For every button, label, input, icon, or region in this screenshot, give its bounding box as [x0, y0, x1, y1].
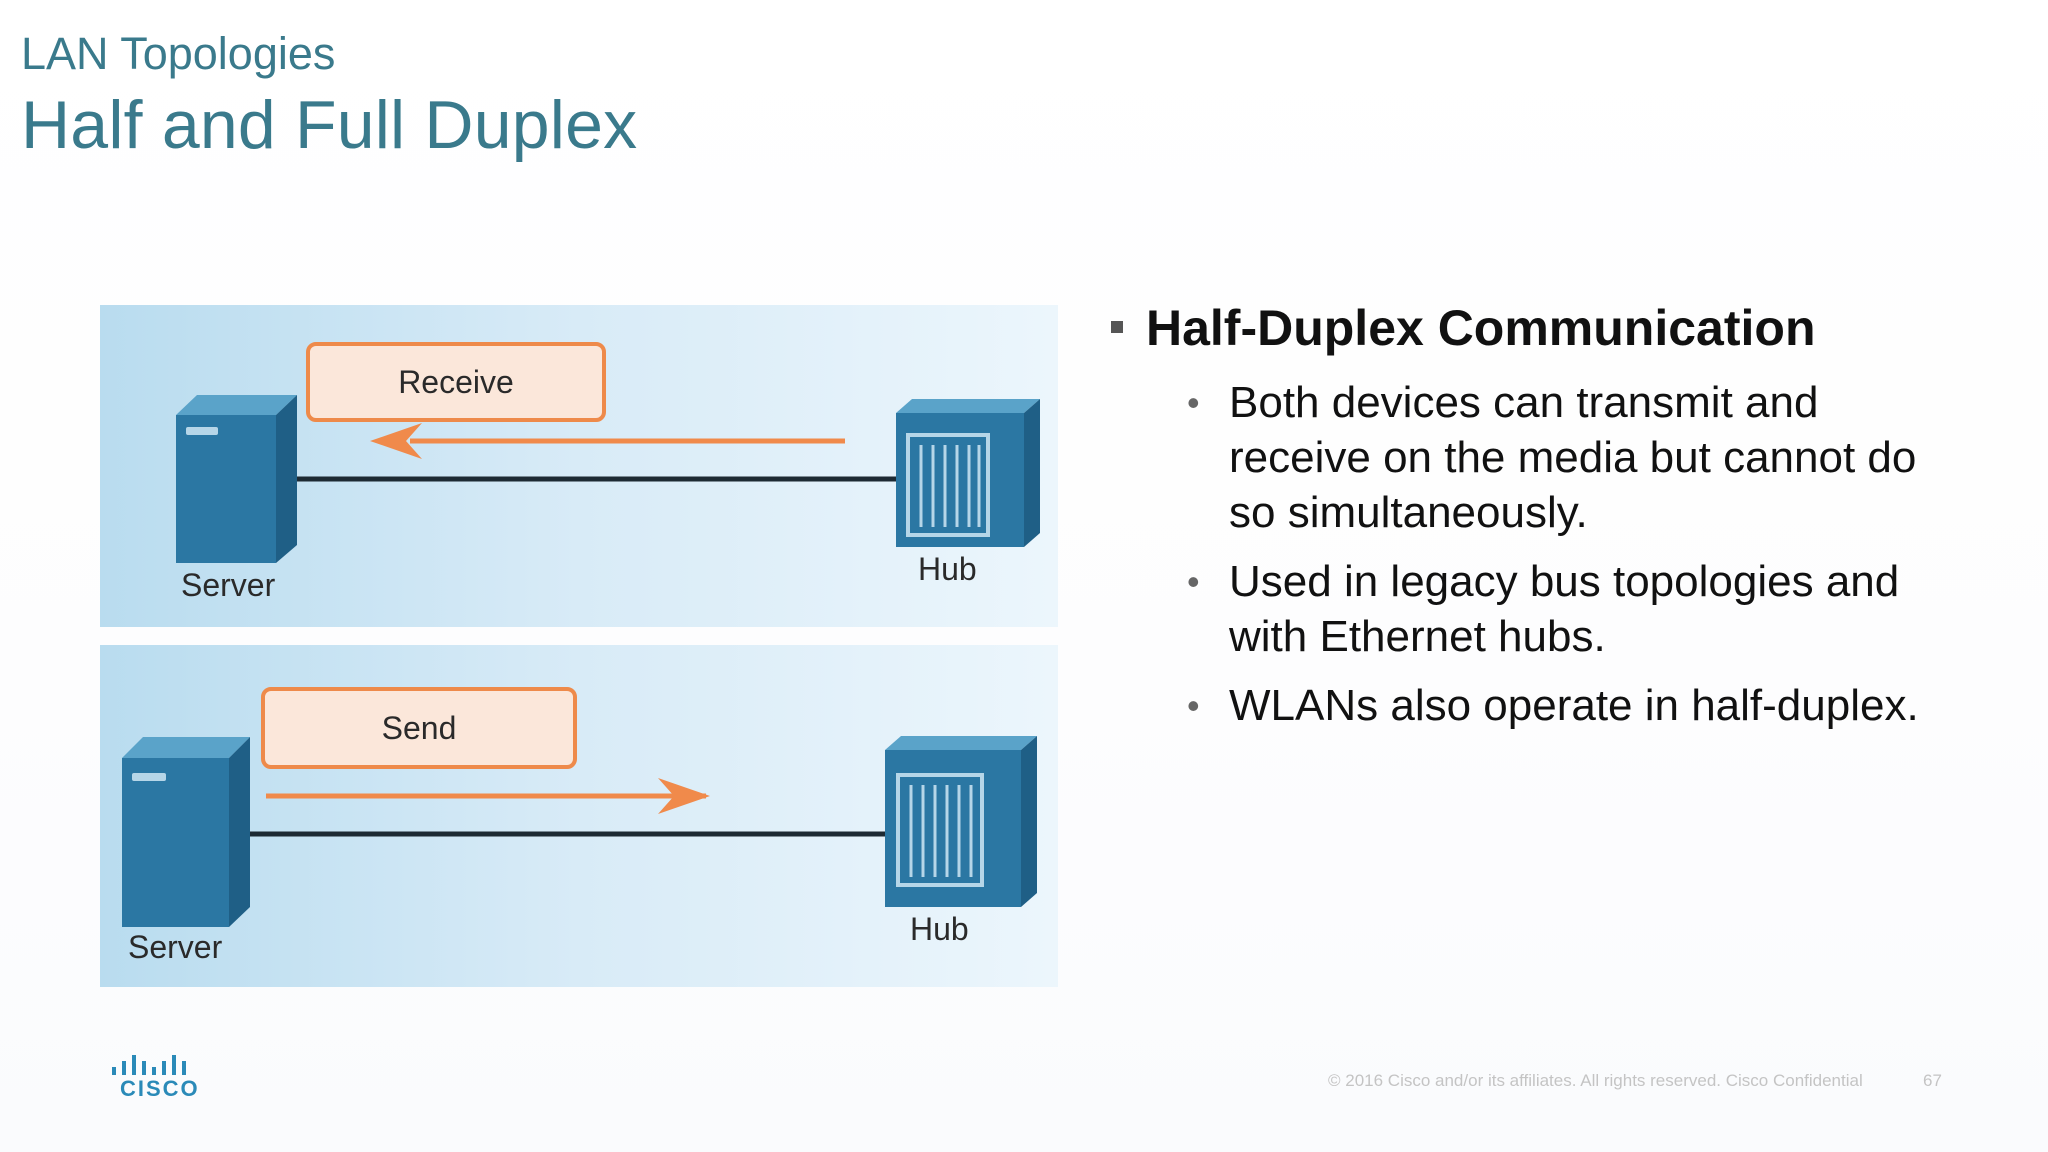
bullet-item: • Both devices can transmit and receive …	[1187, 375, 1969, 540]
server-icon	[122, 737, 250, 927]
send-arrow	[266, 778, 710, 814]
hub-label: Hub	[910, 911, 969, 947]
bullet-item: • WLANs also operate in half-duplex.	[1187, 678, 1969, 733]
hub-icon	[885, 736, 1037, 907]
receive-diagram-graphic	[176, 395, 1040, 563]
send-diagram-graphic	[122, 736, 1037, 927]
bullet-text: Both devices can transmit and receive on…	[1229, 378, 1917, 537]
diagram-receive-panel: Receive Server Hub	[100, 305, 1058, 627]
server-label: Server	[181, 567, 276, 603]
diagram-send-panel: Send Server Hub	[100, 645, 1058, 987]
section-title: LAN Topologies	[21, 28, 336, 79]
server-label: Server	[128, 929, 223, 965]
bullet-text: Used in legacy bus topologies and with E…	[1229, 557, 1900, 661]
slide-content: Half-Duplex Communication • Both devices…	[1108, 295, 2008, 733]
hub-icon	[896, 399, 1040, 547]
bullet-dot-icon: •	[1187, 561, 1200, 602]
bullet-dot-icon: •	[1187, 382, 1200, 423]
bullet-text: WLANs also operate in half-duplex.	[1229, 681, 1919, 730]
receive-label-box: Receive	[306, 342, 606, 422]
send-label-box: Send	[261, 687, 577, 769]
page-number: 67	[1923, 1071, 1942, 1090]
hub-label: Hub	[918, 551, 977, 587]
slide-title: Half and Full Duplex	[21, 87, 638, 163]
cisco-logo-icon	[112, 1055, 186, 1075]
bullet-dot-icon: •	[1187, 685, 1200, 726]
square-bullet-icon	[1111, 321, 1123, 333]
content-heading: Half-Duplex Communication	[1146, 300, 1816, 356]
footer-copyright: © 2016 Cisco and/or its affiliates. All …	[1328, 1071, 1863, 1090]
bullet-item: • Used in legacy bus topologies and with…	[1187, 554, 1969, 664]
server-icon	[176, 395, 297, 563]
cisco-logo-text: CISCO	[120, 1076, 200, 1101]
heading-row: Half-Duplex Communication	[1108, 295, 2008, 361]
receive-arrow	[370, 423, 845, 459]
